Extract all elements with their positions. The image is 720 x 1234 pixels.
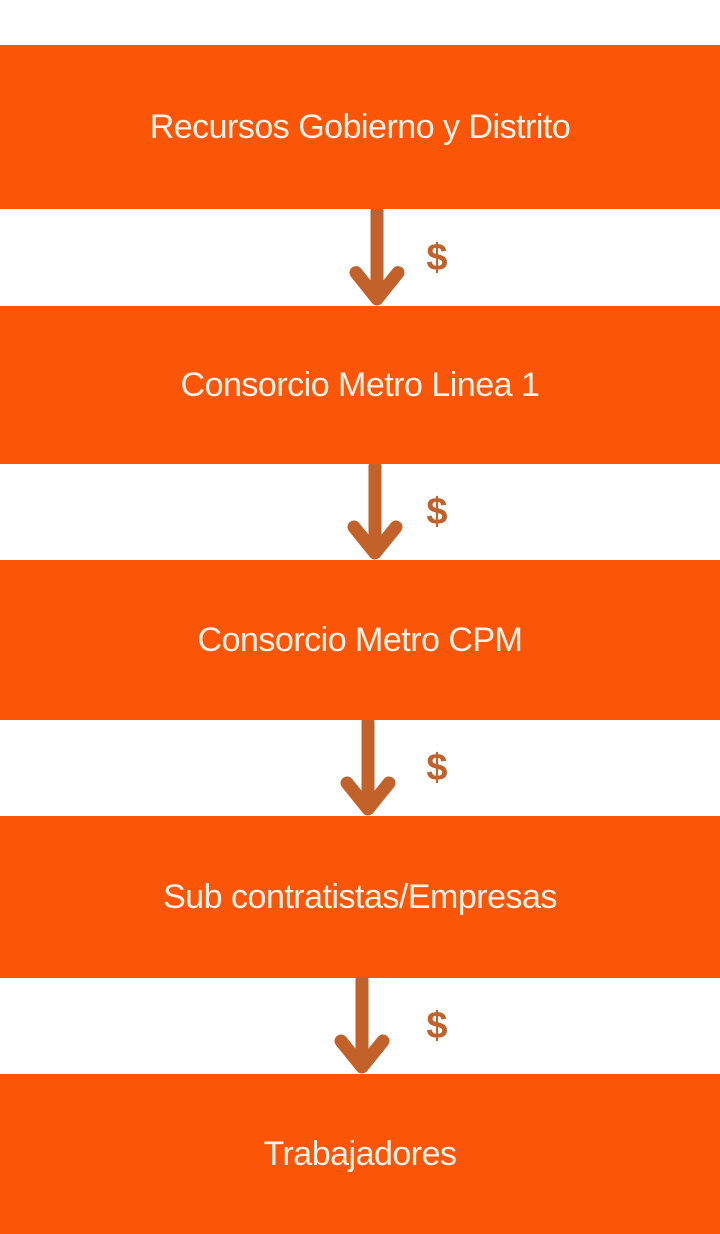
flow-node-trabajadores: Trabajadores bbox=[0, 1074, 720, 1234]
flow-node-recursos-gobierno-distrito: Recursos Gobierno y Distrito bbox=[0, 45, 720, 209]
flow-node-consorcio-metro-linea-1: Consorcio Metro Linea 1 bbox=[0, 306, 720, 464]
flow-node-sub-contratistas-empresas: Sub contratistas/Empresas bbox=[0, 816, 720, 978]
flow-connector-2: $ bbox=[0, 464, 720, 560]
dollar-sign: $ bbox=[426, 1005, 448, 1047]
top-whitespace bbox=[0, 0, 720, 45]
dollar-sign: $ bbox=[426, 747, 448, 789]
flow-connector-4: $ bbox=[0, 978, 720, 1074]
down-arrow-icon bbox=[334, 978, 390, 1074]
flow-node-label: Trabajadores bbox=[263, 1134, 457, 1173]
dollar-sign: $ bbox=[426, 491, 448, 533]
down-arrow-icon bbox=[349, 209, 405, 306]
down-arrow-icon bbox=[340, 720, 396, 816]
flow-connector-1: $ bbox=[0, 209, 720, 306]
down-arrow-icon bbox=[347, 464, 403, 560]
flow-node-label: Consorcio Metro CPM bbox=[197, 620, 523, 659]
flow-node-label: Recursos Gobierno y Distrito bbox=[149, 107, 571, 146]
flow-node-label: Consorcio Metro Linea 1 bbox=[180, 365, 540, 404]
flow-node-consorcio-metro-cpm: Consorcio Metro CPM bbox=[0, 560, 720, 720]
flow-connector-3: $ bbox=[0, 720, 720, 816]
dollar-sign: $ bbox=[426, 236, 448, 279]
flow-node-label: Sub contratistas/Empresas bbox=[163, 877, 557, 916]
